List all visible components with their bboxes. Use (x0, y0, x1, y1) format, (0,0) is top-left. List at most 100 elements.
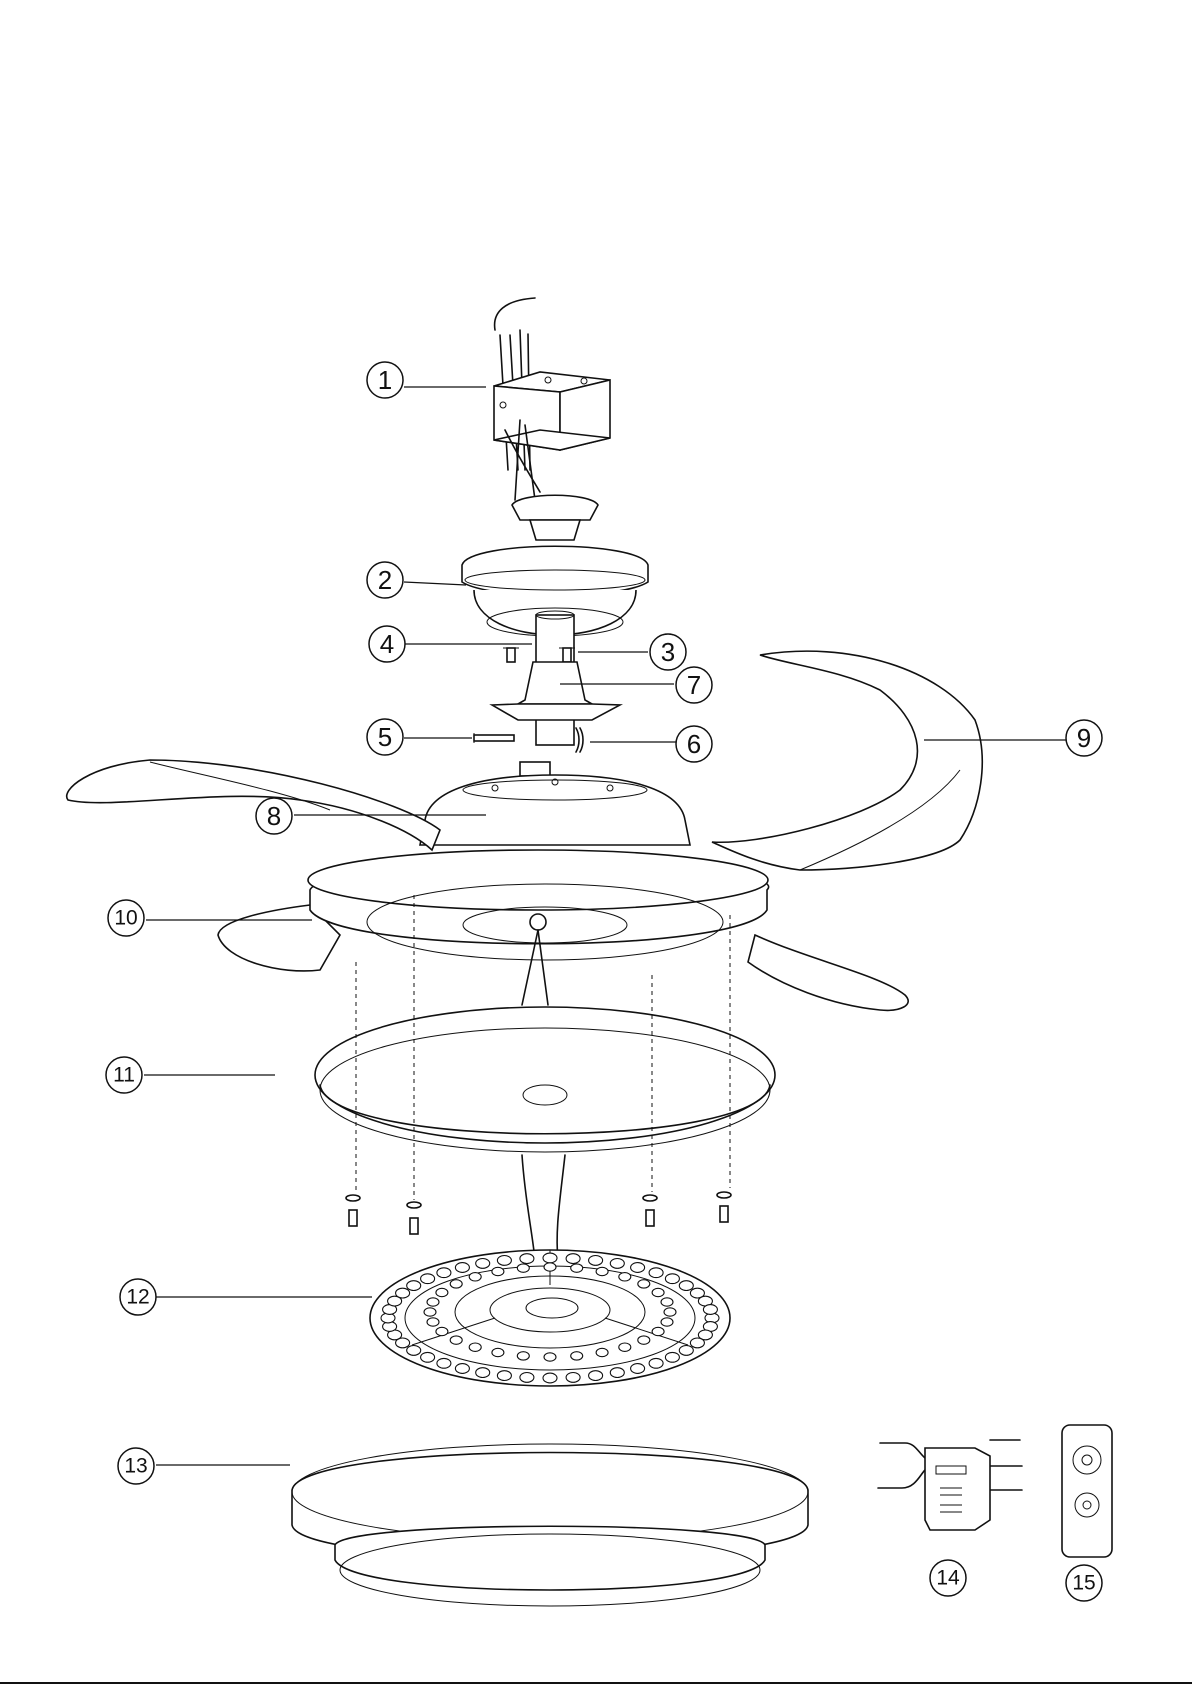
led-dot (679, 1281, 693, 1291)
callout-10: 10 (108, 900, 144, 936)
callout-9-label: 9 (1077, 723, 1091, 753)
led-dot (571, 1352, 583, 1360)
led-dot (544, 1353, 556, 1361)
led-dot (619, 1273, 631, 1281)
callout-6: 6 (676, 726, 712, 762)
led-dot (492, 1267, 504, 1275)
led-dot (566, 1254, 580, 1264)
receiver-part (878, 1440, 1022, 1530)
led-dot (610, 1368, 624, 1378)
led-dot (664, 1308, 676, 1316)
led-dot (455, 1364, 469, 1374)
led-dot (455, 1263, 469, 1273)
callout-14: 14 (930, 1560, 966, 1596)
led-dot (517, 1264, 529, 1272)
led-dot (596, 1348, 608, 1356)
led-dot (652, 1327, 664, 1335)
callout-8: 8 (256, 798, 292, 834)
callout-8-label: 8 (267, 801, 281, 831)
callout-11-label: 11 (113, 1064, 135, 1087)
callout-3-label: 3 (661, 637, 675, 667)
callout-1: 1 (367, 362, 403, 398)
led-dot (589, 1256, 603, 1266)
led-dot (566, 1373, 580, 1383)
motor-housing-part (420, 762, 690, 845)
led-dot (703, 1305, 717, 1315)
led-dot (437, 1268, 451, 1278)
callout-5-label: 5 (378, 722, 392, 752)
led-dot (589, 1371, 603, 1381)
led-dot (544, 1263, 556, 1271)
led-dot (396, 1288, 410, 1298)
led-dot (543, 1373, 557, 1383)
diffuser-cover-part (292, 1444, 808, 1606)
led-dot (476, 1368, 490, 1378)
callout-5: 5 (367, 719, 403, 755)
led-dot (450, 1336, 462, 1344)
callout-10-label: 10 (114, 907, 137, 930)
callout-7-label: 7 (687, 670, 701, 700)
led-dot (638, 1336, 650, 1344)
callout-9: 9 (1066, 720, 1102, 756)
callout-7: 7 (676, 667, 712, 703)
upper-housing-ring-part (308, 850, 769, 1005)
led-dot (427, 1298, 439, 1306)
tray-screws (346, 1192, 731, 1234)
callout-4: 4 (369, 626, 405, 662)
light-tray-part (315, 1007, 775, 1260)
led-dot (436, 1288, 448, 1296)
led-dot (450, 1280, 462, 1288)
led-dot (652, 1288, 664, 1296)
led-dot (679, 1346, 693, 1356)
callout-15-label: 15 (1072, 1572, 1095, 1595)
callout-15: 15 (1066, 1565, 1102, 1601)
led-dot (638, 1280, 650, 1288)
callout-3: 3 (650, 634, 686, 670)
led-dot (424, 1308, 436, 1316)
led-dot (661, 1318, 673, 1326)
led-dot (520, 1254, 534, 1264)
led-dot (436, 1327, 448, 1335)
led-dot (690, 1338, 704, 1348)
callout-14-label: 14 (936, 1567, 960, 1590)
led-dot (661, 1298, 673, 1306)
led-dot (610, 1259, 624, 1269)
mounting-bracket-part (494, 298, 610, 500)
led-dot (665, 1274, 679, 1284)
callout-13-label: 13 (124, 1455, 147, 1478)
led-dot (619, 1343, 631, 1351)
cotter-pin-part (576, 728, 583, 752)
callout-12-label: 12 (126, 1286, 149, 1309)
led-dot (427, 1318, 439, 1326)
led-dot (469, 1343, 481, 1351)
led-dot (631, 1263, 645, 1273)
led-dot (665, 1352, 679, 1362)
callout-6-label: 6 (687, 729, 701, 759)
callout-4-label: 4 (380, 629, 394, 659)
led-dot (571, 1264, 583, 1272)
led-dot (520, 1373, 534, 1383)
callout-12: 12 (120, 1279, 156, 1315)
clevis-pin-part (474, 733, 514, 743)
led-dot (469, 1273, 481, 1281)
led-dot (421, 1274, 435, 1284)
led-dot (476, 1259, 490, 1269)
led-dot (407, 1346, 421, 1356)
led-dot (631, 1364, 645, 1374)
led-dot (649, 1358, 663, 1368)
led-dot (497, 1371, 511, 1381)
led-dot (421, 1352, 435, 1362)
led-dot (596, 1267, 608, 1275)
led-dot (407, 1281, 421, 1291)
led-dot (543, 1253, 557, 1263)
led-dot (497, 1256, 511, 1266)
led-dot (437, 1358, 451, 1368)
callout-11: 11 (106, 1057, 142, 1093)
callout-13: 13 (118, 1448, 154, 1484)
remote-control-part (1062, 1425, 1112, 1557)
callout-2-label: 2 (378, 565, 392, 595)
led-board-part (370, 1250, 730, 1386)
callout-2: 2 (367, 562, 403, 598)
callout-1-label: 1 (378, 365, 392, 395)
